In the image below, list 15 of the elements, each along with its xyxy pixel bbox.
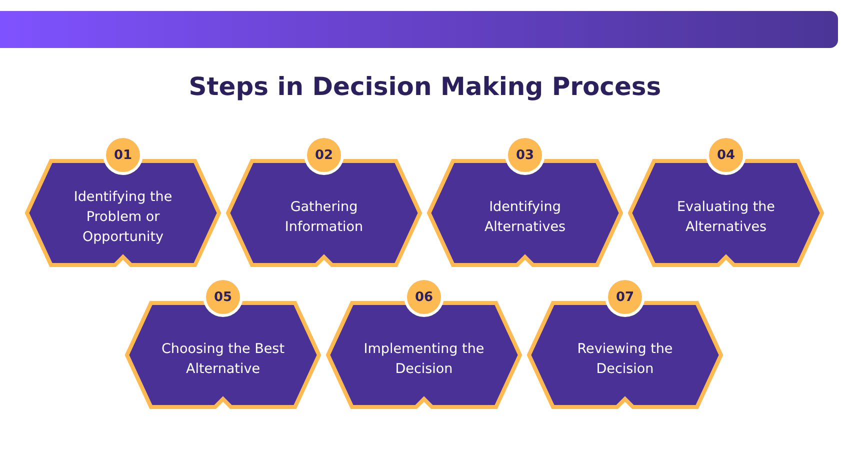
- step-label: Identifying Alternatives: [483, 198, 567, 237]
- step-number-badge: 06: [407, 280, 441, 314]
- step-number-badge: 01: [106, 138, 140, 172]
- step-label: Gathering Information: [284, 198, 364, 237]
- step-number-badge: 02: [307, 138, 341, 172]
- step-number-badge: 07: [608, 280, 642, 314]
- step-number-badge: 03: [508, 138, 542, 172]
- step-label: Choosing the Best Alternative: [160, 340, 286, 379]
- step-label: Evaluating the Alternatives: [676, 198, 776, 237]
- step-label: Identifying the Problem or Opportunity: [72, 188, 174, 247]
- step-label: Implementing the Decision: [362, 340, 486, 379]
- step-label: Reviewing the Decision: [576, 340, 674, 379]
- step-number-badge: 05: [206, 280, 240, 314]
- title: Steps in Decision Making Process: [188, 72, 662, 101]
- step-number-badge: 04: [709, 138, 743, 172]
